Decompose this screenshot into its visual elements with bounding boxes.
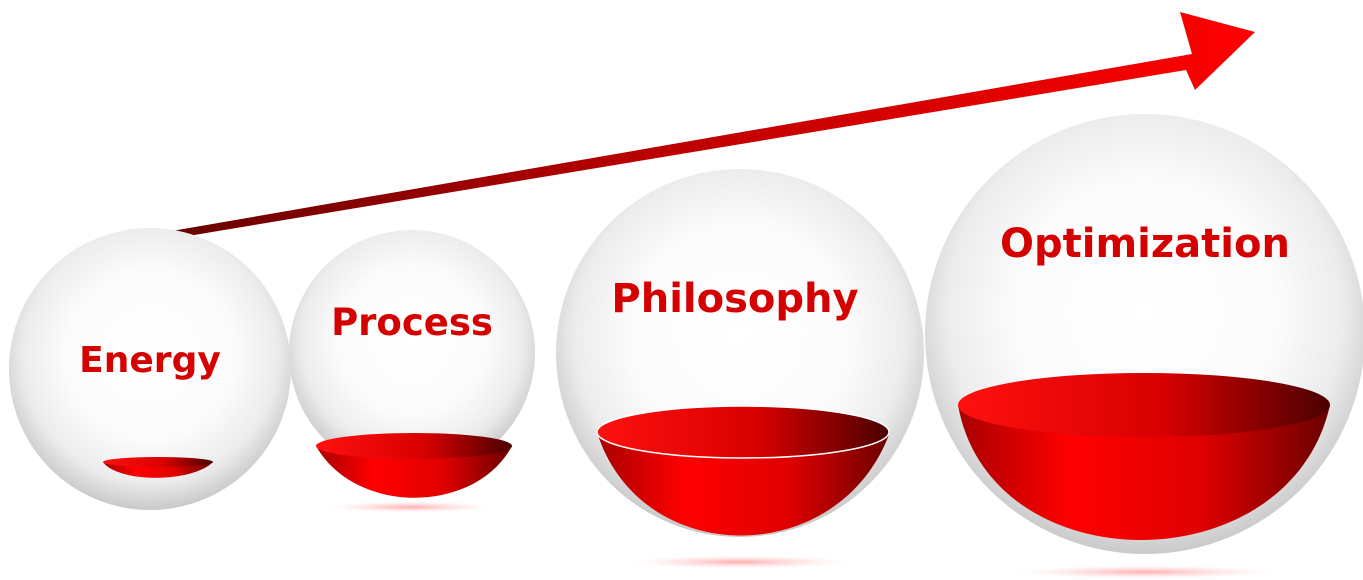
growth-arrow	[120, 12, 1255, 246]
bowl-top	[103, 457, 213, 467]
bowl-top	[958, 373, 1330, 437]
bowl-reflection	[620, 555, 860, 569]
stage-label: Energy	[79, 340, 221, 381]
bowl	[958, 405, 1330, 540]
bowl	[597, 432, 890, 536]
bowl-reflection	[320, 501, 500, 513]
bowl-reflection	[1005, 565, 1285, 579]
bowl	[316, 446, 512, 498]
stage-label: Optimization	[1000, 221, 1290, 267]
stage-energy: Energy	[9, 228, 291, 510]
stage-label: Process	[331, 301, 493, 344]
bowl-top	[596, 405, 890, 459]
bowl-top	[316, 433, 512, 459]
stage-process: Process	[289, 230, 535, 513]
sphere	[9, 228, 291, 510]
stage-label: Philosophy	[611, 276, 858, 322]
stage-optimization: Optimization	[925, 114, 1363, 579]
sphere	[289, 230, 535, 476]
stage-philosophy: Philosophy	[556, 169, 924, 569]
